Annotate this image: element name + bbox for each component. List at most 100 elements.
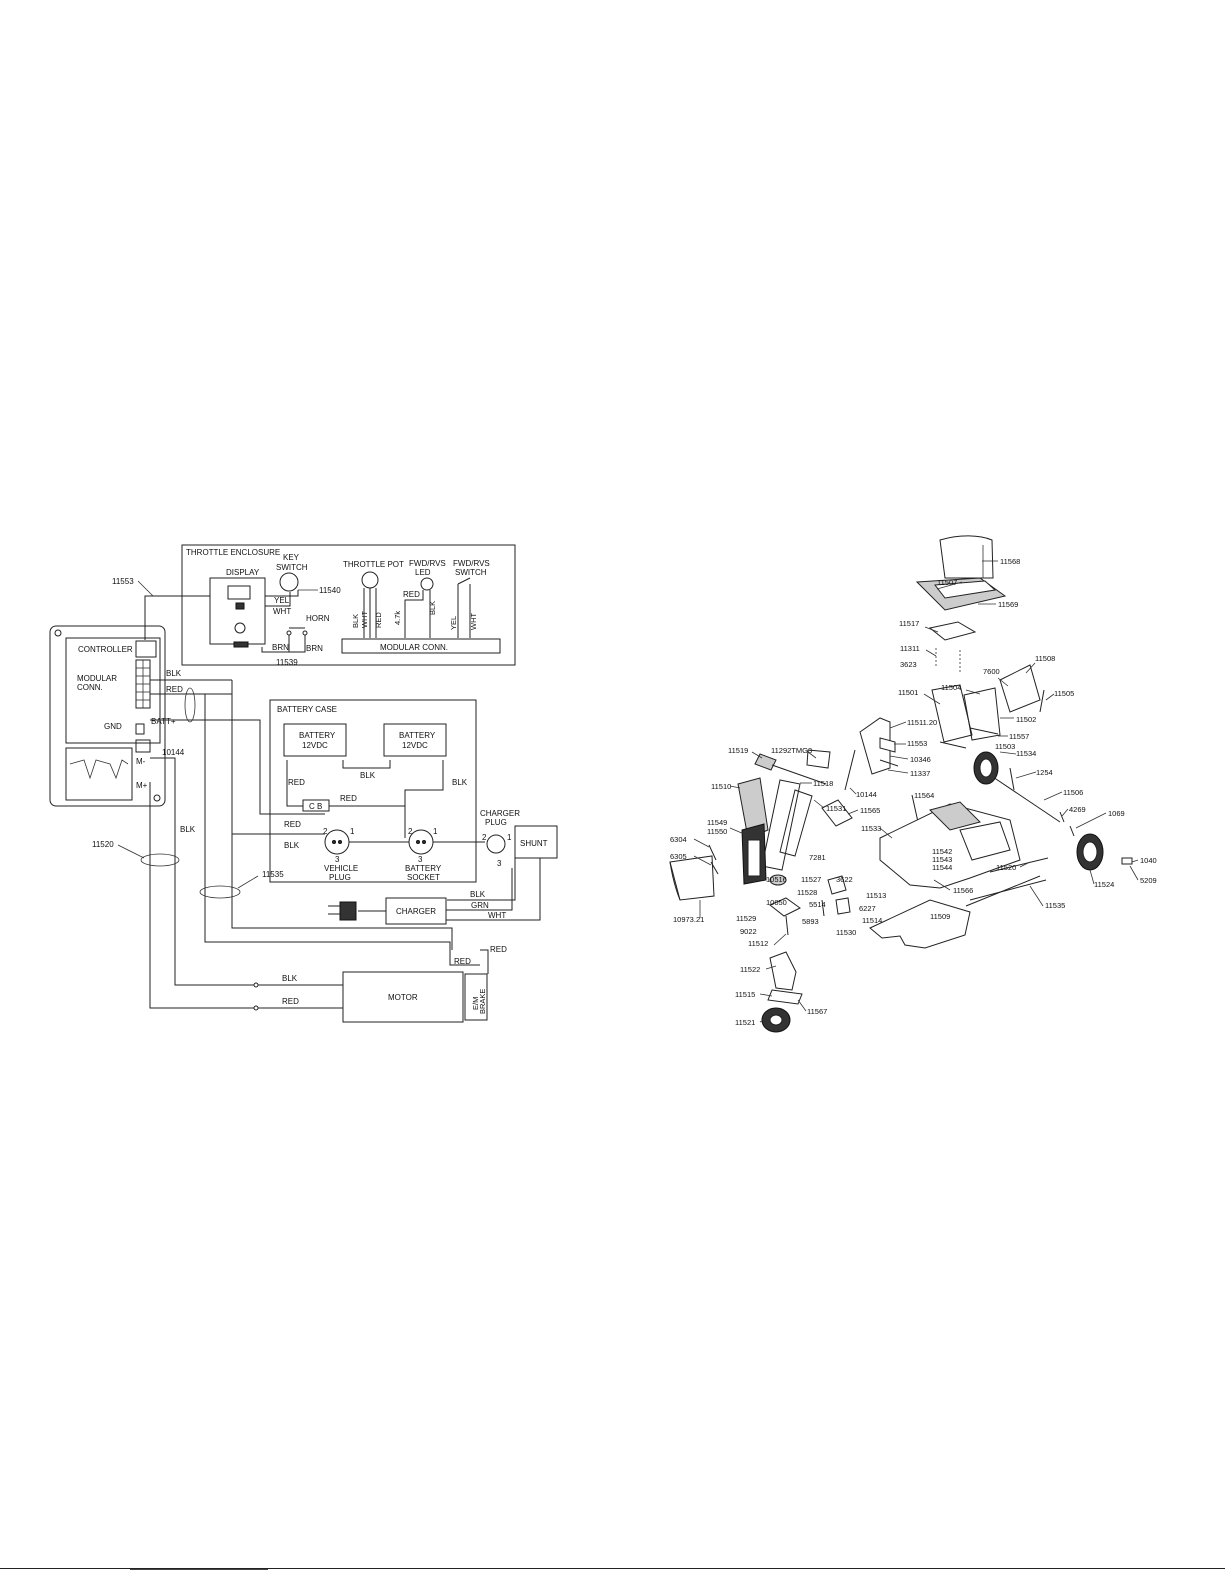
battery-2-label: BATTERY: [399, 731, 436, 740]
bs-pin2: 2: [408, 827, 413, 836]
pot-red-label: RED: [374, 612, 383, 628]
part-label: 11508: [1035, 654, 1055, 663]
frame-bar-1: [939, 741, 967, 749]
led-wire-red: [404, 590, 424, 638]
red-label-plug: RED: [284, 820, 301, 829]
part-label: 1069: [1108, 809, 1125, 818]
tiller-column: [761, 779, 801, 871]
throttle-enclosure-label: THROTTLE ENCLOSURE: [186, 548, 280, 557]
motor-blk-label: BLK: [282, 974, 298, 983]
pin-11564: [911, 794, 919, 823]
leader: [997, 677, 1009, 687]
charger-plug: [486, 834, 506, 854]
part-label: 11569: [998, 600, 1018, 609]
wire-brake-2: [231, 834, 453, 950]
cp-pin3: 3: [497, 859, 502, 868]
wire-brn-label-2: BRN: [306, 644, 323, 653]
cp-pin2: 2: [482, 833, 487, 842]
leader: [965, 689, 981, 695]
leader-11535: [237, 875, 259, 889]
shunt-box: [514, 825, 558, 859]
leader: [999, 751, 1017, 755]
display-box: [209, 577, 266, 645]
leader: [693, 855, 712, 866]
pot-wht-label: WHT: [360, 611, 369, 628]
part-label: 7600: [983, 667, 1000, 676]
part-label: 6304: [670, 835, 687, 844]
leader: [765, 965, 777, 970]
frame-left: [931, 684, 973, 743]
modular-conn-label-1: MODULAR: [77, 674, 117, 683]
part-label: 11557: [1009, 732, 1029, 741]
battery-link: [342, 760, 391, 769]
battery-pos-label: RED: [288, 778, 305, 787]
controller-heatsink: [65, 747, 133, 801]
part-label: 11567: [807, 1007, 827, 1016]
part-label: 11515: [735, 990, 755, 999]
part-label: 10973.21: [673, 915, 704, 924]
horn-terminal-b: [302, 630, 308, 636]
key-switch-label-2: SWITCH: [276, 563, 308, 572]
charger-label: CHARGER: [396, 907, 436, 916]
part-label: 1040: [1140, 856, 1157, 865]
shunt-label: SHUNT: [520, 839, 548, 848]
cp-pin1: 1: [507, 833, 512, 842]
callout-11553: 11553: [112, 577, 134, 586]
part-label: 11510: [711, 782, 731, 791]
part-label: 10516: [766, 875, 787, 884]
leader: [889, 755, 909, 760]
callout-11535: 11535: [262, 870, 284, 879]
charger-grn-label: GRN: [471, 901, 489, 910]
brake-red-wire: [480, 949, 489, 974]
leader: [813, 799, 825, 809]
modular-conn-bar: [341, 638, 501, 654]
bs-pin3: 3: [418, 855, 423, 864]
bs-pin1: 1: [433, 827, 438, 836]
part-label: 11513: [866, 891, 886, 900]
leader: [924, 626, 939, 633]
part-label: 10144: [856, 790, 877, 799]
wire-yel: [265, 590, 299, 597]
leader: [807, 751, 817, 759]
leader: [797, 999, 807, 1012]
battery-socket-label-1: BATTERY: [405, 864, 442, 873]
fwd-switch-icon: [457, 577, 471, 585]
throttle-enclosure-box: [181, 544, 516, 666]
floor-mat: [869, 899, 971, 949]
part-label: 11542: [932, 847, 952, 856]
leader-lines: [693, 560, 1139, 1023]
leader: [693, 838, 710, 848]
leader: [923, 693, 941, 705]
part-label: 11544: [932, 863, 952, 872]
em-brake-label-2: BRAKE: [478, 989, 487, 1014]
battery-link-label: BLK: [360, 771, 376, 780]
part-label: 4269: [1069, 805, 1086, 814]
part-label: 11514: [862, 916, 882, 925]
brake-red-label-1: RED: [490, 945, 507, 954]
motor-label: MOTOR: [388, 993, 418, 1002]
bracket-11514: [835, 897, 851, 915]
controller-terminal-block: [135, 739, 151, 753]
fork-stem: [785, 915, 789, 936]
leader: [925, 649, 937, 657]
display-label: DISPLAY: [226, 568, 260, 577]
part-label: 11521: [735, 1018, 755, 1027]
part-label: 11503: [995, 742, 1015, 751]
key-switch-icon: [279, 572, 299, 592]
cap-1040: [1121, 857, 1133, 865]
shunt-blk-label: BLK: [470, 890, 486, 899]
part-label: 11535: [1045, 901, 1065, 910]
leader: [933, 879, 951, 891]
charger-grn-wire: [446, 868, 513, 911]
led-icon: [420, 577, 434, 591]
wire-wht-label: WHT: [273, 607, 291, 616]
footer-link-underline[interactable]: [130, 1569, 268, 1570]
part-label: 1254: [1036, 768, 1053, 777]
leader: [1089, 869, 1095, 885]
tiller-column-inner: [779, 789, 813, 857]
leader: [1043, 791, 1063, 801]
throttle-pot-icon: [361, 571, 379, 589]
part-label: 11520: [996, 863, 1016, 872]
harness-10144: [184, 687, 196, 723]
charger-wht-label: WHT: [488, 911, 506, 920]
